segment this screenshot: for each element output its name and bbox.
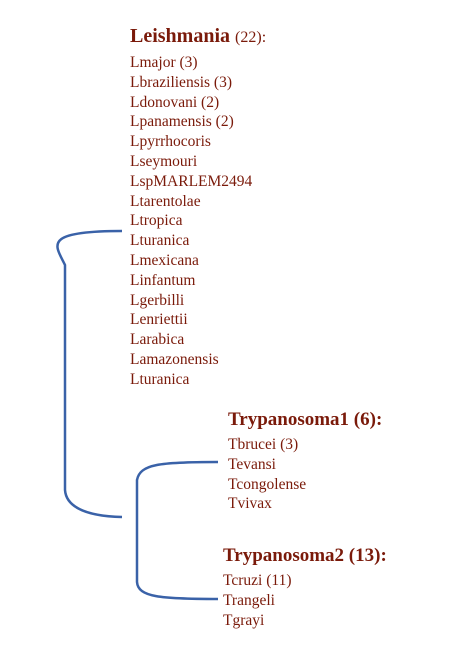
species-item: Lpyrrhocoris	[130, 133, 211, 151]
group-name: Trypanosoma2 (13):	[223, 545, 387, 566]
group-name: Trypanosoma1 (6):	[228, 409, 383, 430]
species-item: Tcruzi (11)	[223, 572, 292, 589]
group-title: Trypanosoma2 (13):	[223, 544, 387, 568]
species-item: Lturanica	[130, 232, 190, 250]
group-trypanosoma2: Trypanosoma2 (13): Tcruzi (11) Trangeli …	[223, 544, 387, 630]
species-item: Larabica	[130, 331, 185, 349]
group-name: Leishmania	[130, 25, 231, 47]
species-item: Trangeli	[223, 591, 275, 609]
leishmania-branch	[56, 229, 123, 519]
group-leishmania: Leishmania (22): Lmajor (3) Lbraziliensi…	[130, 24, 266, 390]
species-item: Lpanamensis (2)	[130, 113, 234, 131]
species-item: Lmexicana	[130, 251, 199, 269]
species-item: Lenriettii	[130, 311, 188, 329]
species-item: LspMARLEM2494	[130, 172, 253, 190]
group-trypanosoma1: Trypanosoma1 (6): Tbrucei (3) Tevansi Tc…	[228, 408, 382, 514]
species-item: Linfantum	[130, 271, 196, 289]
species-list: Tcruzi (11) Trangeli Tgrayi	[223, 571, 387, 630]
species-item: Ldonovani (2)	[130, 93, 220, 111]
species-item: Tevansi	[228, 455, 276, 473]
species-item: Tbrucei (3)	[228, 436, 299, 453]
group-title: Leishmania (22):	[130, 24, 266, 50]
species-item: Ltropica	[130, 212, 183, 230]
group-count: (22):	[235, 29, 267, 46]
species-list: Tbrucei (3) Tevansi Tcongolense Tvivax	[228, 435, 382, 514]
group-title: Trypanosoma1 (6):	[228, 408, 382, 432]
species-item: Lamazonensis	[130, 350, 219, 368]
species-item: Tvivax	[228, 495, 272, 513]
species-item: Lbraziliensis (3)	[130, 73, 233, 91]
trypanosoma-branch	[135, 460, 219, 601]
species-item: Tcongolense	[228, 475, 307, 493]
species-item: Lgerbilli	[130, 291, 185, 309]
species-item: Lseymouri	[130, 152, 198, 170]
species-item: Tgrayi	[223, 611, 265, 629]
species-item: Lmajor (3)	[130, 54, 198, 71]
species-item: Ltarentolae	[130, 192, 201, 210]
species-item: Lturanica	[130, 370, 190, 388]
species-list: Lmajor (3) Lbraziliensis (3) Ldonovani (…	[130, 53, 266, 390]
